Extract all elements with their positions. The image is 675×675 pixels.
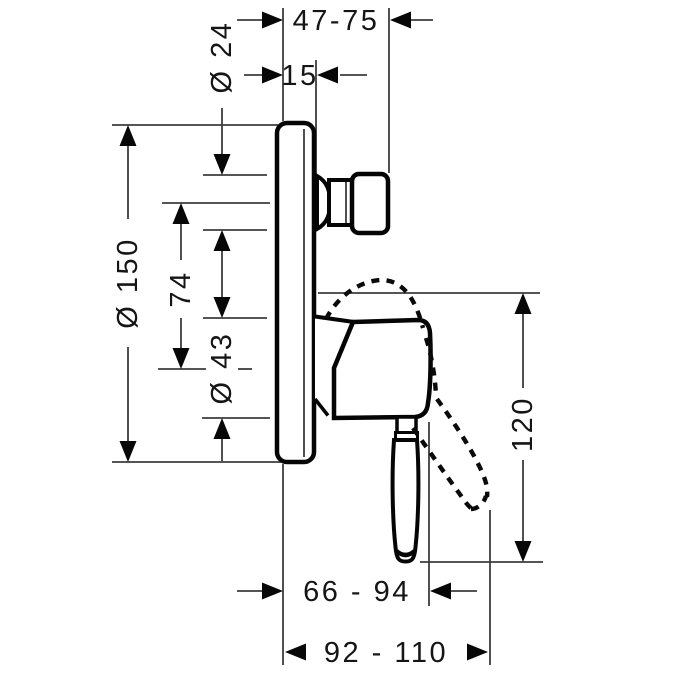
lever-grip: [390, 438, 421, 564]
knob-sleeve: [327, 178, 355, 227]
dimension-dia-150: Ø 150: [112, 125, 144, 462]
dimension-74: 74: [165, 203, 197, 369]
wall-plate: [274, 120, 317, 465]
dim-lever-depth-open-label: 92 - 110: [324, 637, 448, 669]
arrow-left-icon: [390, 11, 411, 29]
arrow-down-icon: [213, 154, 231, 175]
extension-lines: [112, 8, 543, 665]
arrow-down-icon: [119, 441, 137, 462]
dim-plate-diameter-label: Ø 150: [112, 237, 144, 329]
lever-handle: [390, 415, 421, 564]
dimension-66-94: 66 - 94: [237, 576, 477, 608]
arrow-up-icon: [213, 230, 231, 251]
lever-open-grip-tip: [470, 495, 489, 512]
dimension-15: 15: [244, 60, 367, 92]
dimension-47-75: 47-75: [237, 5, 433, 37]
arrow-left-icon: [285, 643, 306, 661]
arrow-right-icon: [467, 643, 488, 661]
arrow-left-icon: [430, 582, 451, 600]
dimension-120: 120: [507, 293, 539, 562]
arrow-up-icon: [119, 125, 137, 146]
dim-knob-diameter-label: Ø 24: [206, 21, 238, 94]
dim-plate-depth-label: 15: [281, 60, 318, 92]
dim-lever-span-label: 120: [507, 396, 539, 452]
dim-lever-depth-closed-label: 66 - 94: [303, 576, 411, 608]
arrow-down-icon: [514, 541, 532, 562]
arrow-up-icon: [172, 203, 190, 224]
dim-center-distance-label: 74: [165, 270, 197, 307]
lever-open-side: [423, 337, 439, 396]
arrow-right-icon: [262, 11, 283, 29]
arrow-up-icon: [514, 293, 532, 314]
dim-body-diameter-label: Ø 43: [206, 332, 238, 405]
body-outline: [331, 317, 433, 421]
dim-depth-range-label: 47-75: [293, 5, 380, 37]
lever-open-arc: [324, 277, 426, 329]
wall-plate-outline: [274, 120, 317, 465]
body-stem-bottom: [313, 397, 330, 417]
lever-open-grip-front: [435, 397, 490, 498]
knob-head: [349, 171, 391, 236]
dimension-dia-43: Ø 43: [206, 297, 238, 461]
dimension-dia-24: Ø 24: [206, 21, 238, 297]
arrow-left-icon: [317, 66, 338, 84]
valve-body: [313, 314, 433, 421]
lever-open-grip-back: [411, 426, 473, 510]
arrow-down-icon: [172, 348, 190, 369]
lever-handle-open-position: [324, 277, 490, 512]
arrow-right-icon: [262, 582, 283, 600]
lever-grip-cap: [395, 549, 416, 558]
arrow-right-icon: [262, 66, 283, 84]
control-knob: [315, 171, 391, 236]
arrow-down-icon: [213, 297, 231, 318]
dimension-92-110: 92 - 110: [285, 637, 488, 669]
arrow-up-icon: [213, 418, 231, 439]
body-stem-top: [314, 314, 355, 324]
